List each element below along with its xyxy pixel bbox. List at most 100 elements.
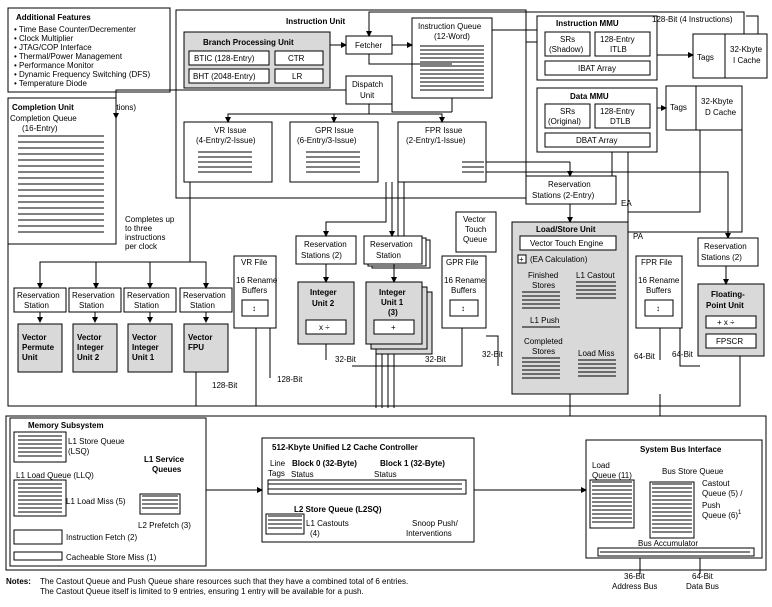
vector-rs-label: Reservation <box>72 291 115 300</box>
gpr-issue-title: GPR Issue <box>315 126 354 135</box>
bht-label: BHT (2048-Entry) <box>193 72 256 81</box>
sbi-load-2: Queue (11) <box>592 471 632 480</box>
vector-unit-2 <box>72 323 118 373</box>
fpr-issue-title: FPR Issue <box>425 126 463 135</box>
vector-rs-label: Station <box>190 301 215 310</box>
load-queue <box>589 479 635 529</box>
int1-l2: Unit 1 <box>381 298 404 307</box>
int1-l1: Integer <box>379 288 406 297</box>
l1sq-2: (LSQ) <box>68 447 90 456</box>
vr-file-sub1: 16 Rename <box>236 276 278 285</box>
vector-rs-label: Station <box>134 301 159 310</box>
int1-op: + <box>391 323 396 332</box>
vr-file-title: VR File <box>241 258 268 267</box>
dtlb-2: DTLB <box>610 117 630 126</box>
sbi-bsq: Bus Store Queue <box>662 467 724 476</box>
l2-status: Status <box>374 470 397 479</box>
bus-label: 64-Bit <box>634 352 656 361</box>
gpr-issue-sub: (6-Entry/3-Issue) <box>297 136 357 145</box>
svc-2: Queues <box>152 465 182 474</box>
rs-int2-2: Stations (2) <box>301 251 342 260</box>
memory-subsystem-frame <box>5 415 767 571</box>
plus-icon: + <box>519 255 524 264</box>
feature-item: • JTAG/COP Interface <box>14 43 92 52</box>
completion-note: to three <box>125 224 153 233</box>
data-cache: Tags 32-Kbyte D Cache <box>665 85 743 131</box>
fpr-file-sub2: Buffers <box>646 286 671 295</box>
bus-label: 32-Bit <box>335 355 357 364</box>
ibat-array: IBAT Array <box>578 64 616 73</box>
dispatch-unit <box>345 75 393 105</box>
lsu-vte: Vector Touch Engine <box>530 239 604 248</box>
vtq-3: Queue <box>463 235 488 244</box>
icache-size: 32-Kbyte <box>730 45 763 54</box>
l1sq-1: L1 Store Queue <box>68 437 125 446</box>
bus-label: 128-Bit <box>277 375 303 384</box>
ctr-label: CTR <box>288 54 305 63</box>
instruction-unit: Instruction Unit Branch Processing Unit … <box>175 9 527 199</box>
additional-features-panel: Additional Features • Time Base Counter/… <box>7 7 171 93</box>
vector-unit-label: Vector <box>188 333 212 342</box>
l2sq: L2 Store Queue (L2SQ) <box>294 505 382 514</box>
l2-tags: Tags <box>268 469 285 478</box>
vtq-1: Vector <box>463 215 486 224</box>
sbi-cq-2: Queue (5) / <box>702 489 743 498</box>
vector-unit-4 <box>183 323 229 373</box>
vector-unit-label: Permute <box>22 343 55 352</box>
vector-reservation-station <box>68 287 122 313</box>
additional-features-title: Additional Features <box>16 13 91 22</box>
vector-unit-label: FPU <box>188 343 204 352</box>
fpu-l2: Point Unit <box>706 301 744 310</box>
instruction-unit-title: Instruction Unit <box>286 17 345 26</box>
l1-load-queue <box>13 479 67 517</box>
completion-note: instructions <box>125 233 165 242</box>
vector-unit-label: Vector <box>132 333 156 342</box>
completion-note: Completes up <box>125 215 175 224</box>
vector-rs-label: Station <box>79 301 104 310</box>
l2-snoop-2: Interventions <box>406 529 452 538</box>
feature-item: • Thermal/Power Management <box>14 52 123 61</box>
l1-loadmiss: L1 Load Miss (5) <box>66 497 126 506</box>
fetcher-label: Fetcher <box>355 41 382 50</box>
updown-icon: ↕ <box>461 304 465 313</box>
dcache-tags: Tags <box>670 103 687 112</box>
lsu-ea: (EA Calculation) <box>530 255 588 264</box>
sbi-acc: Bus Accumulator <box>638 539 698 548</box>
rs-int1-1: Reservation <box>370 240 413 249</box>
sbi-cq-1: Castout <box>702 479 730 488</box>
completion-note: per clock <box>125 242 158 251</box>
rs-fpu-1: Reservation <box>704 242 747 251</box>
lsu-finished-2: Stores <box>532 281 555 290</box>
notes-label: Notes: <box>6 577 31 586</box>
llq: L1 Load Queue (LLQ) <box>16 471 94 480</box>
vector-unit-label: Vector <box>22 333 46 342</box>
l2-castouts-2: (4) <box>310 529 320 538</box>
l2-snoop-1: Snoop Push/ <box>412 519 459 528</box>
sbi-cq-4: Queue (6)1 <box>702 510 742 520</box>
l2-line-tags <box>267 479 467 495</box>
dmu-srs-2: (Original) <box>548 117 581 126</box>
system-bus-interface: System Bus Interface Load Queue (11) Bus… <box>585 439 763 559</box>
reservation-stations-fpu <box>697 237 759 267</box>
vector-unit-label: Integer <box>77 343 104 352</box>
gpr-file-title: GPR File <box>446 258 479 267</box>
data-mmu: Data MMU SRs (Original) 128-Entry DTLB D… <box>536 87 658 153</box>
completion-title: Completion Unit <box>12 103 74 112</box>
int2-l2: Unit 2 <box>312 299 335 308</box>
dbat-array: DBAT Array <box>576 136 618 145</box>
cacheable-store-miss-queue <box>13 551 63 561</box>
imu-title: Instruction MMU <box>556 19 619 28</box>
vector-rs-label: Reservation <box>183 291 226 300</box>
lsu-loadmiss: Load Miss <box>578 349 614 358</box>
l2-status: Status <box>291 470 314 479</box>
l2-title: 512-Kbyte Unified L2 Cache Controller <box>272 443 418 452</box>
fpr-file-title: FPR File <box>641 258 673 267</box>
rs2e-2: Stations (2-Entry) <box>532 191 595 200</box>
fpr-file-sub1: 16 Rename <box>638 276 680 285</box>
completion-unit: Completion Unit Completion Queue (16-Ent… <box>7 97 117 245</box>
notes-line1: The Castout Queue and Push Queue share r… <box>40 577 408 586</box>
instruction-fetch-queue <box>13 529 63 545</box>
int1-l3: (3) <box>388 308 398 317</box>
sbi-title: System Bus Interface <box>640 445 722 454</box>
bpu-title: Branch Processing Unit <box>203 38 294 47</box>
